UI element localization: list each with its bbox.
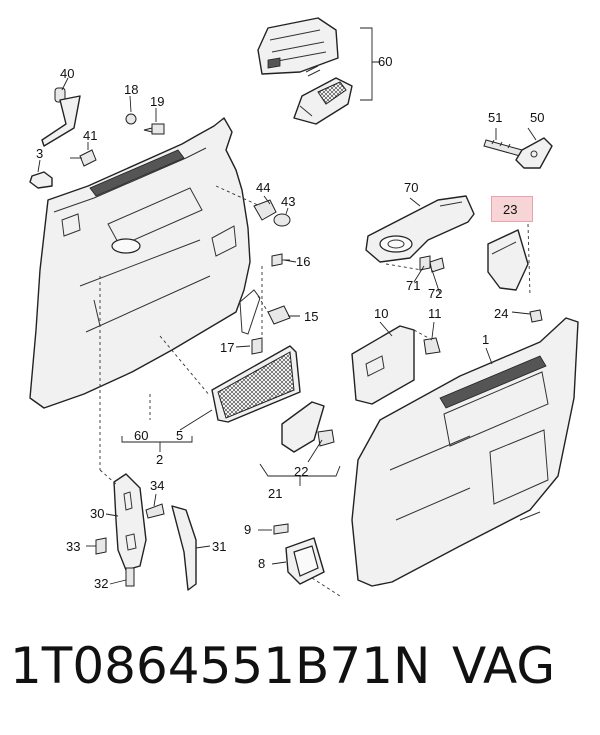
callout-51: 51 xyxy=(488,110,502,125)
part-5-net-pocket xyxy=(211,345,301,423)
callout-1: 1 xyxy=(482,332,489,347)
callout-40: 40 xyxy=(60,66,74,81)
alignment-lines xyxy=(99,185,433,597)
callout-9: 9 xyxy=(244,522,251,537)
callout-43: 43 xyxy=(281,194,295,209)
part-1-right-trim-panel xyxy=(351,309,579,587)
callout-60-bottom: 60 xyxy=(134,428,148,443)
callout-71: 71 xyxy=(406,278,420,293)
callout-11: 11 xyxy=(428,306,442,321)
exploded-parts-diagram: 60 40 18 19 41 3 44 43 16 15 17 60 5 2 7… xyxy=(29,17,579,597)
callout-33: 33 xyxy=(66,539,80,554)
part-70-cup-holder xyxy=(365,195,475,273)
part-8-handle xyxy=(285,537,325,585)
callout-18: 18 xyxy=(124,82,138,97)
fasteners-center-left xyxy=(239,195,300,355)
highlighted-callout-box xyxy=(491,196,533,222)
leader-lines xyxy=(86,95,537,585)
part-23-cover xyxy=(487,223,531,297)
part-2-left-trim-panel xyxy=(29,117,251,409)
callout-70: 70 xyxy=(404,180,418,195)
part-10-11-panel xyxy=(351,325,441,405)
callout-31: 31 xyxy=(212,539,226,554)
callout-21: 21 xyxy=(268,486,282,501)
callout-10: 10 xyxy=(374,306,388,321)
part-60-panel-pieces xyxy=(257,17,380,125)
callout-41: 41 xyxy=(83,128,97,143)
callout-72: 72 xyxy=(428,286,442,301)
callout-5: 5 xyxy=(176,428,183,443)
callout-44: 44 xyxy=(256,180,270,195)
brand-caption: VAG xyxy=(452,637,556,695)
part-30-31-brackets xyxy=(95,473,289,591)
part-21-22-cover xyxy=(281,401,335,453)
callout-32: 32 xyxy=(94,576,108,591)
callout-34: 34 xyxy=(150,478,164,493)
callout-8: 8 xyxy=(258,556,265,571)
callout-16: 16 xyxy=(296,254,310,269)
part-40-bracket xyxy=(29,77,165,189)
callout-19: 19 xyxy=(150,94,164,109)
callout-15: 15 xyxy=(304,309,318,324)
callout-2: 2 xyxy=(156,452,163,467)
callout-22: 22 xyxy=(294,464,308,479)
callout-17: 17 xyxy=(220,340,234,355)
callout-50: 50 xyxy=(530,110,544,125)
callout-24: 24 xyxy=(494,306,508,321)
part-number-caption: 1T0864551B71N xyxy=(10,637,431,695)
callout-60-top: 60 xyxy=(378,54,392,69)
part-50-51-hook xyxy=(483,137,553,169)
callout-labels: 60 40 18 19 41 3 44 43 16 15 17 60 5 2 7… xyxy=(36,54,544,591)
callout-30: 30 xyxy=(90,506,104,521)
callout-3: 3 xyxy=(36,146,43,161)
